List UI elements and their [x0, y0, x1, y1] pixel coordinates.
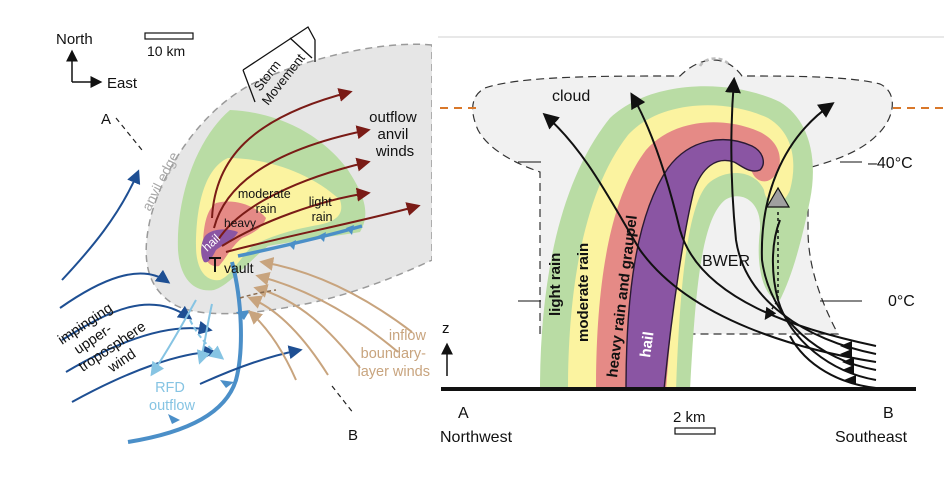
inflow-arrow-1 — [259, 257, 413, 333]
rfd-arrow-3 — [189, 319, 225, 360]
moderate-rain-band-label: moderate rain — [575, 243, 592, 342]
bwer-dotted-arrow — [764, 212, 779, 320]
map-scale-label: 10 km — [147, 43, 185, 59]
bwer-label: BWER — [702, 253, 750, 270]
vault-label: vault — [224, 260, 254, 276]
light-rain-map-label: light rain — [309, 195, 335, 224]
inflow-arrow-2 — [255, 272, 399, 353]
hail-band — [625, 139, 764, 391]
inflow-arrow-3 — [253, 284, 361, 369]
rear-flank-gust-front — [127, 261, 243, 444]
rfd-outflow-label: RFD outflow — [149, 380, 195, 414]
inflow-winds-label: inflow boundary- layer winds — [357, 328, 430, 380]
temp-minus40-label: –40°C — [868, 155, 913, 172]
updraft-arrow-2 — [630, 92, 877, 347]
compass-east-label: East — [107, 75, 138, 92]
updraft-arrow-3 — [725, 76, 877, 355]
compass-north-label: North — [56, 31, 93, 48]
light-rain-band-label: light rain — [547, 253, 564, 316]
outflow-arrow-3 — [217, 157, 371, 241]
rfd-arrow-1 — [150, 299, 197, 377]
point-a-label: A — [458, 405, 469, 422]
updraft-arrow-6 — [789, 335, 877, 389]
outflow-arrow-1 — [211, 88, 353, 219]
temp-zero-label: 0°C — [888, 293, 915, 310]
upper-wind-arrow-2 — [59, 269, 171, 309]
updraft-arrow-5 — [771, 219, 877, 381]
map-scale-bar: 10 km — [144, 32, 194, 59]
impinging-wind-label: impinging upper- troposphere wind — [55, 288, 162, 390]
southeast-label: Southeast — [835, 429, 908, 446]
section-scale-label: 2 km — [673, 409, 706, 426]
outflow-arrow-2 — [213, 125, 371, 229]
northwest-label: Northwest — [440, 429, 513, 446]
inflow-arrowheads — [840, 341, 856, 385]
upper-wind-arrow-6 — [199, 345, 303, 385]
z-axis-label: z — [442, 320, 450, 337]
vault-marker: vault — [209, 257, 254, 276]
rfd-arrow-2 — [196, 303, 213, 365]
inflow-arrow-5 — [247, 310, 297, 381]
hail-band-label: hail — [637, 331, 657, 359]
point-b-label: B — [883, 405, 894, 422]
section-start-label: A — [101, 111, 111, 128]
outflow-anvil-winds-label: outflow anvil winds — [369, 109, 421, 160]
updraft-arrow-4 — [760, 102, 877, 371]
inflow-arrow-4 — [247, 295, 329, 376]
cloud-label: cloud — [552, 88, 590, 105]
plan-view-panel: North East 10 km Storm Movement A B anvi… — [55, 26, 432, 444]
hail-region — [201, 229, 238, 263]
outflow-arrow-4 — [221, 187, 371, 247]
moderate-rain-map-label: moderate rain — [238, 187, 294, 216]
section-scale-bar: 2 km — [673, 409, 716, 435]
heavy-map-label: heavy — [224, 216, 256, 230]
cross-section-panel: z cloud –40°C 0°C BWER light rain modera… — [438, 36, 944, 446]
upper-wind-arrow-1 — [61, 169, 141, 281]
upper-wind-arrow-3 — [61, 303, 193, 341]
compass-rose: North East — [56, 31, 138, 92]
section-end-label: B — [348, 427, 358, 444]
inflow-dashed-arrow — [239, 289, 277, 299]
overshooting-marker — [765, 186, 791, 208]
outflow-arrow-5 — [225, 202, 421, 253]
